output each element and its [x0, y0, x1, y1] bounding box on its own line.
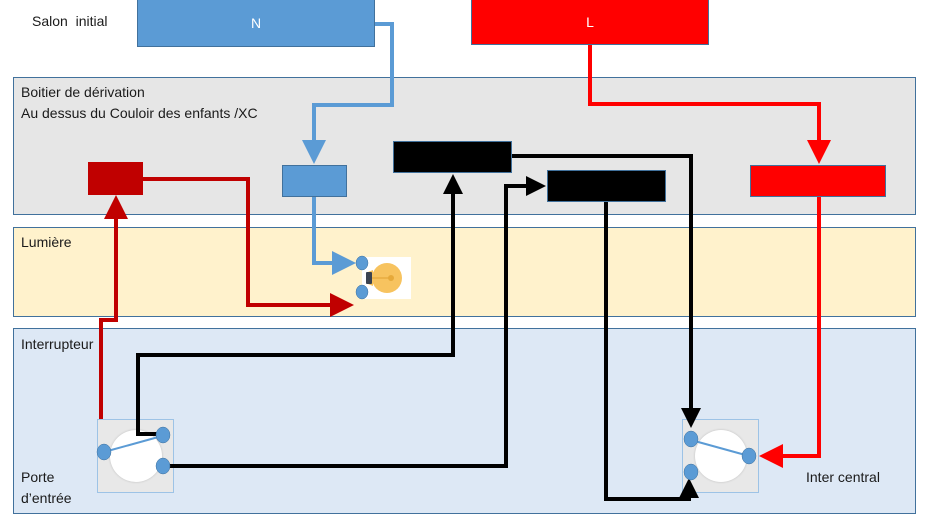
wire-traveler-2-up: [166, 176, 546, 468]
entrance-terminal-common: [96, 443, 112, 461]
live-source-label: L: [586, 13, 594, 30]
wire-return-to-bulb: [143, 177, 354, 317]
switch-zone-label: Interrupteur: [21, 336, 94, 352]
light-zone: [13, 227, 916, 317]
entrance-terminal-bottom: [155, 457, 171, 475]
central-terminal-bottom: [683, 463, 699, 481]
salon-initial-label: Salon initial: [32, 13, 108, 29]
traveler-junction-block-1: [393, 141, 512, 173]
traveler-junction-block-2: [547, 170, 666, 202]
central-terminal-common: [741, 447, 757, 465]
entrance-switch-contact: [103, 435, 163, 453]
entrance-terminal-top: [155, 426, 171, 444]
wire-traveler-1-down: [512, 154, 701, 428]
wire-traveler-1-up: [136, 174, 463, 436]
central-terminal-top: [683, 430, 699, 448]
central-switch-contact: [690, 439, 750, 457]
wire-live-feed: [588, 45, 831, 164]
neutral-source-label: N: [250, 14, 262, 31]
entrance-switch-label-line2: d’entrée: [21, 490, 72, 506]
light-zone-label: Lumière: [21, 234, 72, 250]
bulb-terminal-top: [355, 255, 369, 271]
light-bulb-icon: [366, 263, 402, 293]
wire-return-from-switch: [99, 195, 128, 419]
live-junction-block: [750, 165, 886, 197]
wire-neutral-to-bulb: [312, 197, 356, 275]
wire-neutral-feed: [302, 22, 394, 164]
wire-traveler-2-down: [604, 202, 699, 501]
junction-box-subtitle: Au dessus du Couloir des enfants /XC: [21, 105, 258, 121]
bulb-terminal-bottom: [355, 284, 369, 300]
return-junction-block: [88, 162, 143, 195]
wire-live-to-central: [759, 197, 821, 468]
neutral-source-box: N: [137, 0, 375, 47]
central-switch-label: Inter central: [806, 469, 880, 485]
neutral-junction-block: [282, 165, 347, 197]
entrance-switch-label-line1: Porte: [21, 469, 55, 485]
junction-box-title: Boitier de dérivation: [21, 84, 145, 100]
central-switch-rocker: [695, 430, 747, 482]
live-source-box: L: [471, 0, 709, 45]
